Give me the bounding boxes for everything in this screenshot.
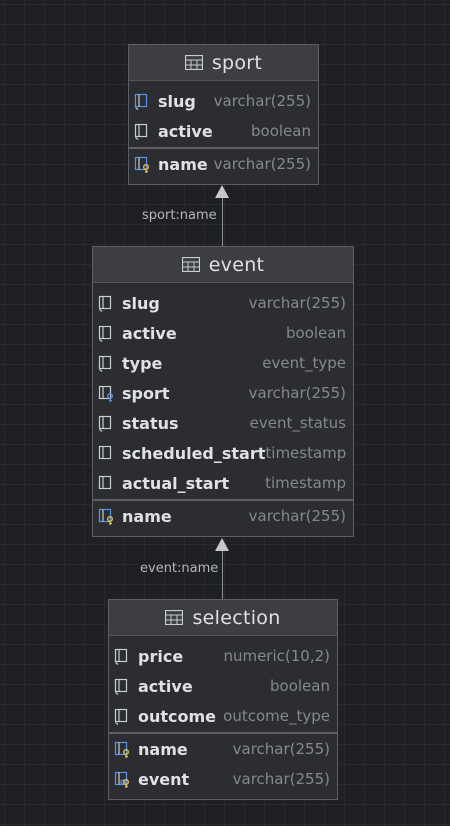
key-list: name varchar(255) event varchar(255) (109, 734, 337, 794)
table-sport[interactable]: sport slug varchar(255) active boolean n… (128, 44, 319, 185)
column-type: numeric(10,2) (223, 647, 330, 665)
column-name: active (158, 121, 213, 141)
column-type: event_type (262, 354, 346, 372)
column-type: varchar(255) (232, 770, 330, 788)
key-row[interactable]: name varchar(255) (93, 501, 353, 531)
column-row[interactable]: active boolean (93, 318, 353, 348)
column-row[interactable]: slug varchar(255) (93, 288, 353, 318)
column-row[interactable]: type event_type (93, 348, 353, 378)
column-name: active (138, 676, 193, 696)
column-type: varchar(255) (213, 155, 311, 173)
column-type: boolean (270, 677, 330, 695)
column-row[interactable]: outcome outcome_type (109, 701, 337, 731)
column-name: name (138, 739, 188, 759)
column-name: status (122, 413, 179, 433)
column-type: timestamp (265, 444, 347, 462)
column-type: varchar(255) (213, 92, 311, 110)
key-separator (109, 732, 337, 734)
column-type: boolean (286, 324, 346, 342)
column-type: outcome_type (223, 707, 330, 725)
column-name: name (158, 154, 208, 174)
column-type: varchar(255) (248, 507, 346, 525)
column-row[interactable]: price numeric(10,2) (109, 641, 337, 671)
column-notnull-icon (98, 295, 116, 312)
column-type: varchar(255) (248, 384, 346, 402)
table-header: event (93, 247, 353, 283)
column-list: slug varchar(255) active boolean (129, 81, 318, 146)
table-selection[interactable]: selection price numeric(10,2) active boo… (108, 599, 338, 800)
foreign-key-icon (98, 385, 116, 402)
column-icon (98, 475, 116, 492)
column-row[interactable]: status event_status (93, 408, 353, 438)
primary-key-icon (98, 508, 116, 525)
table-icon (181, 257, 200, 272)
column-name: slug (122, 293, 160, 313)
primary-foreign-key-icon (114, 771, 132, 788)
column-row[interactable]: actual_start timestamp (93, 468, 353, 498)
key-list: name varchar(255) (129, 149, 318, 179)
key-row[interactable]: name varchar(255) (109, 734, 337, 764)
relation-line-selection-event (222, 548, 223, 600)
column-notnull-icon (114, 708, 132, 725)
column-name: slug (158, 91, 196, 111)
column-notnull-icon (98, 355, 116, 372)
relation-label-event-name: event:name (139, 561, 220, 576)
column-name: actual_start (122, 473, 230, 493)
column-name: name (122, 506, 172, 526)
column-row[interactable]: active boolean (129, 116, 318, 146)
relation-line-event-sport (222, 195, 223, 247)
table-header: selection (109, 600, 337, 636)
column-type: event_status (249, 414, 346, 432)
column-name: event (138, 769, 190, 789)
column-name: outcome (138, 706, 217, 726)
column-type: varchar(255) (248, 294, 346, 312)
column-name: active (122, 323, 177, 343)
column-type: timestamp (265, 474, 346, 492)
table-title: event (208, 253, 265, 276)
table-title: sport (211, 51, 263, 74)
column-name: sport (122, 383, 170, 403)
column-name: type (122, 353, 163, 373)
table-icon (165, 610, 184, 625)
key-row[interactable]: event varchar(255) (109, 764, 337, 794)
primary-key-icon (134, 156, 152, 173)
relation-arrow-event (215, 538, 229, 551)
key-separator (129, 147, 318, 149)
column-row[interactable]: slug varchar(255) (129, 86, 318, 116)
column-icon (98, 445, 116, 462)
column-row[interactable]: sport varchar(255) (93, 378, 353, 408)
column-name: scheduled_start (122, 443, 266, 463)
table-event[interactable]: event slug varchar(255) active boolean t… (92, 246, 354, 537)
column-type: varchar(255) (232, 740, 330, 758)
column-list: price numeric(10,2) active boolean outco… (109, 636, 337, 731)
column-notnull-icon (114, 678, 132, 695)
column-name: price (138, 646, 184, 666)
table-header: sport (129, 45, 318, 81)
column-row[interactable]: scheduled_start timestamp (93, 438, 353, 468)
key-list: name varchar(255) (93, 501, 353, 531)
primary-key-icon (114, 741, 132, 758)
key-separator (93, 499, 353, 501)
column-notnull-icon (134, 123, 152, 140)
column-notnull-icon (98, 325, 116, 342)
column-type: boolean (251, 122, 311, 140)
column-index-icon (134, 93, 152, 110)
key-row[interactable]: name varchar(255) (129, 149, 318, 179)
column-row[interactable]: active boolean (109, 671, 337, 701)
column-list: slug varchar(255) active boolean type ev… (93, 283, 353, 498)
table-title: selection (192, 606, 281, 629)
relation-arrow-sport (215, 185, 229, 198)
table-icon (184, 55, 203, 70)
column-notnull-icon (114, 648, 132, 665)
relation-label-sport-name: sport:name (141, 208, 218, 223)
column-notnull-icon (98, 415, 116, 432)
